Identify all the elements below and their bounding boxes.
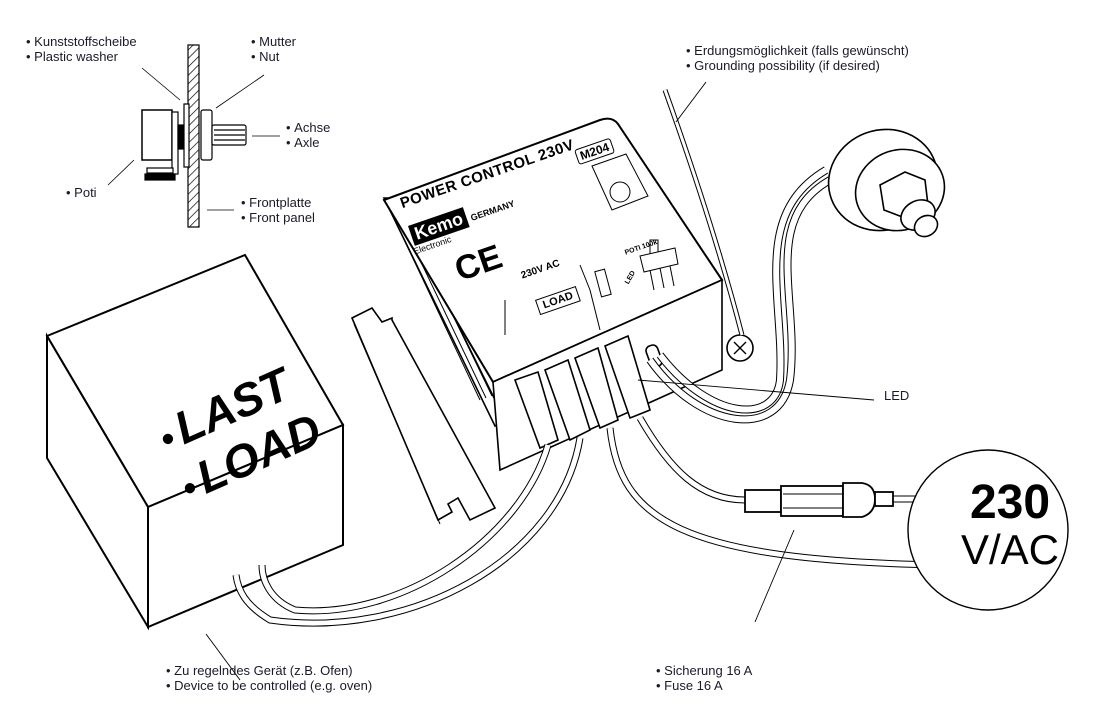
label-nut: Mutter Nut	[251, 34, 296, 64]
nut	[200, 109, 213, 161]
label-plastic-washer: Kunststoffscheibe Plastic washer	[26, 34, 137, 64]
plastic-washer	[183, 103, 190, 168]
label-load-device: Zu regelndes Gerät (z.B. Ofen) Device to…	[166, 663, 372, 693]
mains-circle	[907, 449, 1069, 611]
label-de: Sicherung 16 A	[656, 663, 752, 678]
label-en: Nut	[251, 49, 296, 64]
potentiometer	[827, 128, 946, 238]
label-grounding: Erdungsmöglichkeit (falls gewünscht) Gro…	[686, 43, 909, 73]
label-fuse: Sicherung 16 A Fuse 16 A	[656, 663, 752, 693]
label-poti: Poti	[66, 185, 96, 200]
label-axle: Achse Axle	[286, 120, 330, 150]
label-de: Frontplatte	[241, 195, 315, 210]
potentiometer-mounting-detail	[107, 44, 280, 228]
power-control-module	[350, 117, 754, 525]
label-de: Erdungsmöglichkeit (falls gewünscht)	[686, 43, 909, 58]
label-de: Poti	[66, 185, 96, 200]
label-en: Axle	[286, 135, 330, 150]
label-led: LED	[884, 388, 910, 403]
label-en: Device to be controlled (e.g. oven)	[166, 678, 372, 693]
label-en: Plastic washer	[26, 49, 137, 64]
mains-voltage: 230 V/AC	[940, 478, 1080, 572]
cables	[232, 89, 941, 627]
label-en: Grounding possibility (if desired)	[686, 58, 909, 73]
label-front-panel: Frontplatte Front panel	[241, 195, 315, 225]
label-de: Zu regelndes Gerät (z.B. Ofen)	[166, 663, 372, 678]
label-de: Achse	[286, 120, 330, 135]
label-de: Kunststoffscheibe	[26, 34, 136, 49]
fuse-holder	[744, 482, 894, 518]
label-de: Mutter	[251, 34, 296, 49]
poti-body	[141, 109, 173, 161]
leader-lines	[205, 81, 875, 681]
label-en: Fuse 16 A	[656, 678, 752, 693]
front-panel	[187, 44, 200, 228]
mains-voltage-value: 230	[969, 476, 1051, 529]
label-en: Front panel	[241, 210, 315, 225]
mains-voltage-unit: V/AC	[960, 526, 1060, 573]
